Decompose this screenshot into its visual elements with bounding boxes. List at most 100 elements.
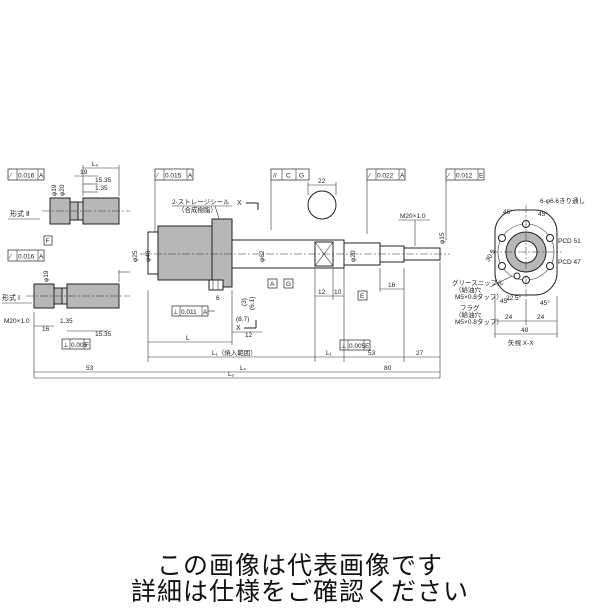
datum-a: A [203, 309, 208, 316]
dim-12: 12 [318, 289, 326, 296]
dim-15-35-2: 15.35 [95, 331, 112, 338]
datum-c: C [286, 173, 291, 180]
form-1-label: 形式 Ⅰ [2, 293, 20, 302]
dim-6: 6 [216, 295, 220, 302]
dim-3: (3) [241, 298, 248, 306]
tolerance-value: 0.016 [18, 173, 35, 180]
seal-material-label: （合成樹脂） [178, 205, 217, 214]
angle-45-b: 45° [538, 210, 548, 218]
svg-text:⁄: ⁄ [446, 173, 450, 180]
svg-text:⊥: ⊥ [173, 309, 179, 316]
datum-a-box: A [270, 281, 275, 288]
dim-phi15: φ15 [439, 232, 446, 244]
tolerance-frame-0005-e [339, 339, 371, 351]
dim-27: 27 [416, 350, 424, 357]
tolerance-value: 0.005 [349, 343, 366, 350]
dim-ls: Lₛ [240, 365, 247, 372]
thread-m20-right: M20×1.0 [400, 213, 426, 220]
grease-nipple-label: グリースニップル [452, 278, 504, 287]
dim-24-right: 24 [537, 314, 545, 321]
svg-text:⁄: ⁄ [8, 173, 12, 180]
tolerance-frame-0012-e [445, 168, 485, 181]
dim-1-35-2: 1.35 [60, 318, 73, 325]
datum-a: A [39, 173, 44, 180]
dim-l: L [186, 335, 190, 342]
section-mark-x-bottom: X [236, 325, 241, 332]
dim-lo: Lₒ [228, 371, 235, 378]
datum-e: E [365, 343, 370, 350]
form-2-label: 形式 Ⅱ [10, 209, 29, 218]
tolerance-value: 0.016 [18, 254, 35, 261]
dim-12-nut: 12 [245, 332, 253, 339]
datum-e: E [479, 173, 484, 180]
tolerance-frame-0016-a-2 [7, 249, 45, 262]
nut-flange [211, 218, 233, 288]
dim-19: 19 [80, 169, 88, 176]
tolerance-frame-0005-f [61, 338, 91, 350]
dim-48: 48 [521, 327, 529, 334]
tolerance-value: 0.012 [456, 173, 473, 180]
section-mark-x-top: X [237, 200, 242, 207]
pcd-47-label: PCD 47 [558, 259, 581, 266]
form-2-detail: ⁄ 0.016 A 形式 Ⅱ L₀ 19 15.35 1.35 φ20 φ19 … [7, 161, 130, 246]
svg-text:⁄: ⁄ [155, 173, 159, 180]
tolerance-frame-0016-a [7, 168, 45, 181]
grease-sub-2: M5×0.8タップ） [455, 292, 503, 301]
angle-45-d: 45° [540, 299, 550, 307]
caption-representative-image: この画像は代表画像です [156, 551, 443, 580]
dim-phi19: φ19 [51, 184, 58, 196]
dim-15-35: 15.35 [95, 177, 112, 184]
svg-text:⊥: ⊥ [63, 342, 69, 349]
flange-sub-2: M5×0.8タップ） [455, 317, 503, 326]
angle-45-a: 45° [503, 208, 513, 216]
parallel-symbol: // [273, 173, 277, 180]
view-label: 矢視 X-X [508, 338, 534, 347]
dim-16-right: 16 [388, 282, 396, 289]
tolerance-value: 0.011 [181, 309, 197, 316]
angle-22-5: 22.5° [506, 294, 522, 302]
dim-24-left: 24 [505, 314, 513, 321]
datum-f: F [46, 238, 50, 245]
angle-45-c: 45° [500, 297, 510, 305]
dim-8-7: (8.7) [236, 316, 249, 323]
dim-phi40: φ40 [145, 250, 152, 262]
svg-text:⁄: ⁄ [367, 173, 371, 180]
dim-phi20: φ20 [59, 184, 66, 196]
caption-check-specs: 詳細は仕様をご確認ください [130, 577, 469, 606]
tolerance-value: 0.022 [377, 173, 394, 180]
dim-l1-range: L₁（焼入範囲） [212, 348, 257, 357]
grease-nipple [208, 279, 224, 291]
dim-22: 22 [318, 178, 326, 185]
dim-l1: L₁ [326, 350, 333, 357]
datum-g-box: G [286, 281, 291, 288]
datum-f: F [85, 342, 89, 349]
holes-label: 6-φ6.6きり通し [540, 196, 585, 205]
datum-a: A [188, 173, 193, 180]
datum-a: A [400, 173, 405, 180]
dim-53-right: 53 [368, 350, 376, 357]
dim-10: 10 [334, 289, 342, 296]
thread-m20-left: M20×1.0 [4, 318, 30, 325]
form-1-detail: ⁄ 0.016 A 形式 Ⅰ φ19 M20×1.0 16 1.35 15.35… [2, 249, 130, 350]
pcd-51-label: PCD 51 [558, 238, 581, 245]
tolerance-frame-0022-a [366, 168, 406, 181]
tolerance-frame-parallel [270, 168, 310, 181]
dim-16-left: 16 [42, 326, 50, 333]
tolerance-frame-0015-a [154, 168, 194, 181]
dim-1-35: 1.35 [95, 185, 108, 192]
dim-phi19-2: φ19 [43, 270, 50, 282]
flange-end-view: 6-φ6.6きり通し PCD 51 PCD 47 45° 45° 45° 45°… [452, 196, 585, 347]
main-assembly: ⁄ 0.015 A // C G ⁄ 0.022 A ⁄ 0.012 E 22 … [33, 168, 485, 379]
dim-80: 80 [384, 365, 392, 372]
seal-label: 2-ストレージシール [172, 198, 230, 206]
datum-a: A [39, 254, 44, 261]
tolerance-value: 0.015 [165, 173, 182, 180]
flange-label: フラグ [460, 303, 480, 312]
datum-e-box: E [360, 293, 365, 300]
dim-phi20-main: φ20 [350, 250, 357, 262]
flange-sub-1: （給油穴 [455, 310, 482, 319]
svg-text:⁄: ⁄ [8, 254, 12, 261]
dim-phi25: φ25 [132, 250, 139, 262]
shaft-section [307, 190, 337, 220]
